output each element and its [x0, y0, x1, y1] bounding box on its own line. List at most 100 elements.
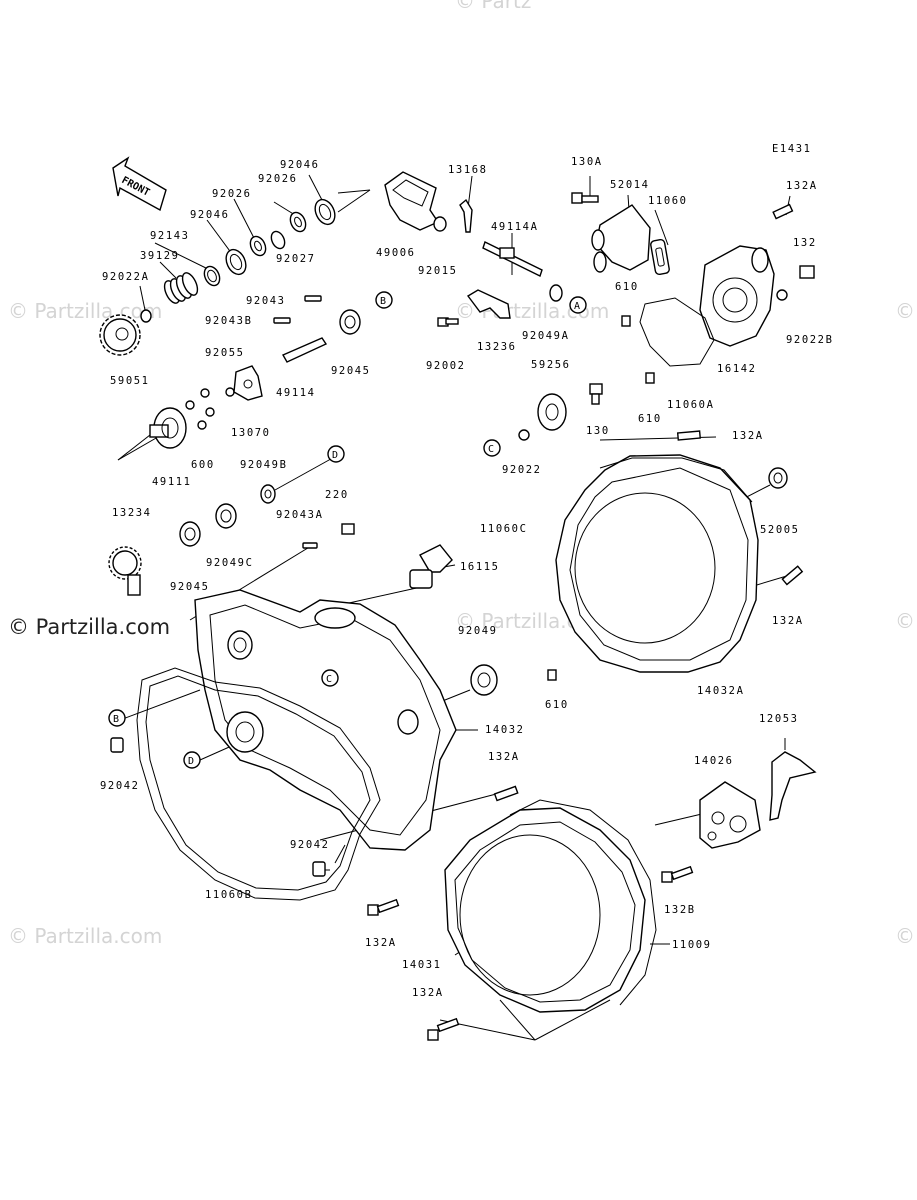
label-13234: 13234: [112, 507, 152, 519]
svg-text:D: D: [188, 756, 194, 767]
label-130: 130: [586, 425, 610, 437]
label-14026: 14026: [694, 755, 734, 767]
label-92049c: 92049C: [206, 557, 254, 569]
label-11009: 11009: [672, 939, 712, 951]
label-11060: 11060: [648, 195, 688, 207]
label-52005: 52005: [760, 524, 800, 536]
label-132a-5: 132A: [365, 937, 397, 949]
label-92046a: 92046: [280, 159, 320, 171]
label-92002: 92002: [426, 360, 466, 372]
svg-text:B: B: [380, 296, 386, 307]
label-49111: 49111: [152, 476, 192, 488]
label-92042a: 92042: [100, 780, 140, 792]
label-13168: 13168: [448, 164, 488, 176]
label-92143: 92143: [150, 230, 190, 242]
svg-text:D: D: [332, 450, 338, 461]
label-11060b: 11060B: [205, 889, 253, 901]
label-14032: 14032: [485, 724, 525, 736]
watermark-left-3: © Partzilla.com: [8, 924, 162, 948]
callout-b-top: B: [375, 291, 393, 309]
label-130a: 130A: [571, 156, 603, 168]
clutch-cover-14032a: [547, 430, 804, 681]
label-132a-1: 132A: [786, 180, 818, 192]
label-12053: 12053: [759, 713, 799, 725]
label-92022a: 92022A: [102, 271, 150, 283]
label-13236: 13236: [477, 341, 517, 353]
label-92045b: 92045: [170, 581, 210, 593]
label-92027: 92027: [276, 253, 316, 265]
label-610-1: 610: [615, 281, 639, 293]
label-610-3: 610: [545, 699, 569, 711]
small-parts: [99, 198, 361, 449]
engine-cover-14031: [444, 799, 657, 1013]
callout-c-mid: C: [321, 669, 339, 687]
label-39129: 39129: [140, 250, 180, 262]
callout-d-mid: D: [183, 751, 201, 769]
callout-d-top: D: [327, 445, 345, 463]
label-132a-2: 132A: [732, 430, 764, 442]
gear-59051-icon: [99, 314, 141, 356]
gear-13234-icon: [108, 546, 142, 596]
label-14031: 14031: [402, 959, 442, 971]
impeller-59256-icon: [537, 393, 567, 431]
crankcase-cover-14032: [194, 589, 498, 851]
label-13070: 13070: [231, 427, 271, 439]
label-49114: 49114: [276, 387, 316, 399]
watermark-right-2: © Partz: [895, 609, 917, 633]
left-cluster: [108, 484, 453, 596]
label-92043b: 92043B: [205, 315, 253, 327]
diagram-code: E1431: [772, 143, 812, 155]
watermark-left-1: © Partzilla.com: [8, 299, 162, 323]
watermark-left-2: © Partzilla.com: [8, 615, 170, 639]
callout-b-mid: B: [108, 709, 126, 727]
label-16115: 16115: [460, 561, 500, 573]
label-600: 600: [191, 459, 215, 471]
label-49114a: 49114A: [491, 221, 539, 233]
gasket-11060b: [110, 667, 381, 901]
label-49006: 49006: [376, 247, 416, 259]
svg-text:C: C: [488, 444, 494, 455]
label-59051: 59051: [110, 375, 150, 387]
label-92049: 92049: [458, 625, 498, 637]
label-92043: 92043: [246, 295, 286, 307]
label-92022b: 92022B: [786, 334, 834, 346]
label-16142: 16142: [717, 363, 757, 375]
label-92045a: 92045: [331, 365, 371, 377]
svg-text:C: C: [326, 674, 332, 685]
label-11060a: 11060A: [667, 399, 715, 411]
label-59256: 59256: [531, 359, 571, 371]
label-92015: 92015: [418, 265, 458, 277]
label-132a-6: 132A: [412, 987, 444, 999]
watermark-right-3: © Partz: [895, 924, 917, 948]
label-92046b: 92046: [190, 209, 230, 221]
label-92022: 92022: [502, 464, 542, 476]
valve-parts: [384, 171, 603, 441]
label-92043a: 92043A: [276, 509, 324, 521]
label-14032a: 14032A: [697, 685, 745, 697]
label-132a-3: 132A: [772, 615, 804, 627]
label-92049a: 92049A: [522, 330, 570, 342]
impeller-13070-icon: [233, 365, 263, 401]
label-92049b: 92049B: [240, 459, 288, 471]
label-11060c: 11060C: [480, 523, 528, 535]
label-52014: 52014: [610, 179, 650, 191]
svg-text:A: A: [574, 301, 580, 312]
water-pump: [571, 192, 815, 384]
label-92055: 92055: [205, 347, 245, 359]
part-labels: 92046 92026 92026 92046 92143 92027 3912…: [100, 156, 834, 999]
watermark-top: © Partz: [455, 0, 531, 13]
shaft-49111-icon: [149, 407, 187, 449]
label-92026b: 92026: [212, 188, 252, 200]
label-220: 220: [325, 489, 349, 501]
label-610-2: 610: [638, 413, 662, 425]
label-132a-4: 132A: [488, 751, 520, 763]
label-132b: 132B: [664, 904, 696, 916]
callout-c-top: C: [483, 439, 501, 457]
front-arrow-icon: FRONT: [112, 156, 167, 212]
label-92042b: 92042: [290, 839, 330, 851]
label-92026a: 92026: [258, 173, 298, 185]
svg-text:B: B: [113, 714, 119, 725]
callout-markers: B A C D C B D: [108, 291, 587, 769]
label-132: 132: [793, 237, 817, 249]
